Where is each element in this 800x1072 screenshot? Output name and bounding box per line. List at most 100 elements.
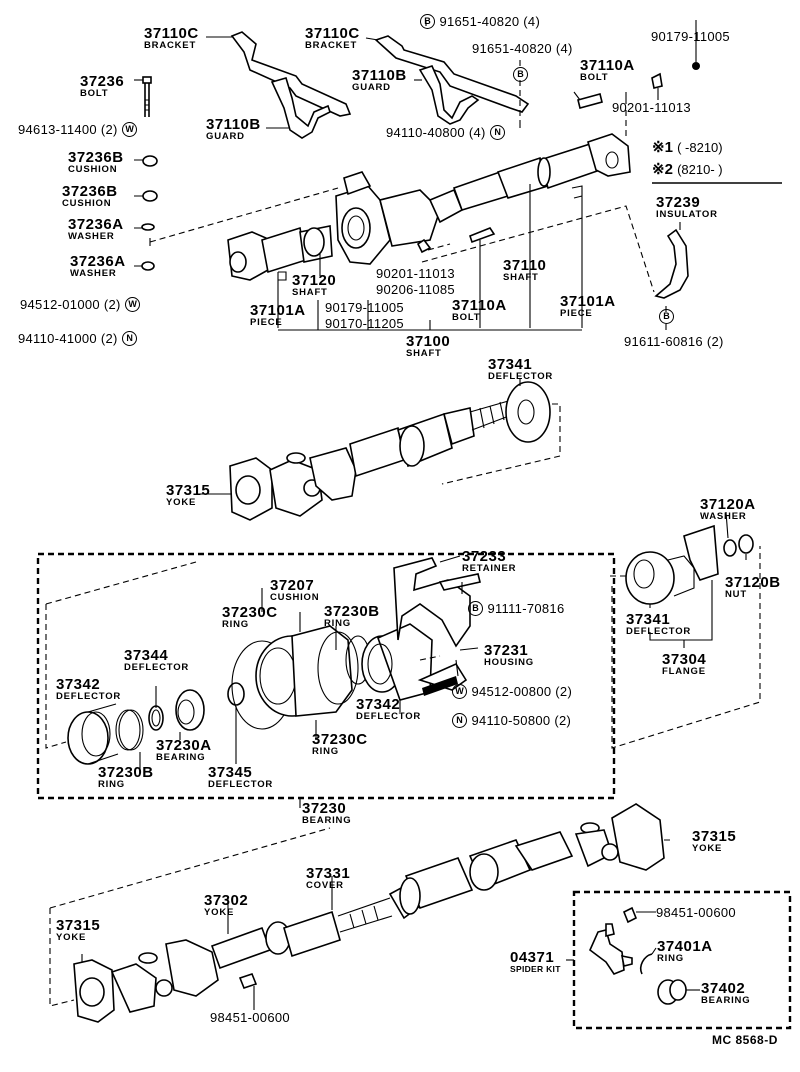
applicability-note-2: ※2 (8210- )	[652, 162, 723, 177]
callout-90170-11205: 90170-11205	[325, 316, 404, 332]
callout-37315-middle: 37315 YOKE	[166, 483, 210, 508]
part-number: 37230C	[312, 731, 368, 748]
part-number: 37120A	[700, 496, 756, 513]
part-number: 37236B	[68, 149, 124, 166]
callout-37120: 37120 SHAFT	[292, 273, 336, 298]
nut-badge-icon: N	[452, 713, 467, 729]
callout-94613-11400: 94613-11400 (2) W	[18, 122, 138, 138]
part-number: 94512-00800 (2)	[471, 684, 573, 699]
part-number: 90201-11013	[612, 100, 691, 115]
callout-37236b-b: 37236B CUSHION	[62, 184, 118, 209]
part-name: CUSHION	[68, 164, 118, 175]
callout-04371: 04371 SPIDER KIT	[510, 950, 561, 974]
part-number: 04371	[510, 949, 555, 966]
part-name: BRACKET	[305, 40, 358, 51]
part-name: DEFLECTOR	[208, 779, 274, 790]
flange-37304	[625, 511, 754, 648]
callout-37236a-b: 37236A WASHER	[70, 254, 126, 279]
callout-37110a-top: 37110A BOLT	[580, 58, 635, 83]
part-number: 37239	[656, 194, 701, 211]
callout-37110a-lower: 37110A BOLT	[452, 298, 507, 323]
part-number: 37231	[484, 642, 529, 659]
part-number: 37230C	[222, 604, 278, 621]
callout-90201-11013-top: 90201-11013	[612, 100, 691, 116]
part-number: 98451-00600	[656, 905, 736, 920]
callout-37110c-right: 37110C BRACKET	[305, 26, 360, 51]
part-number: 37236B	[62, 183, 118, 200]
washer-badge-icon: W	[452, 684, 467, 700]
bolt-badge-b: B	[513, 67, 528, 83]
callout-37236: 37236 BOLT	[80, 74, 124, 99]
housing-retainer-37231-37233	[393, 555, 481, 696]
part-name: PIECE	[560, 308, 593, 319]
part-number: 37342	[356, 696, 401, 713]
callout-98451-00600-lower: 98451-00600	[210, 1010, 290, 1026]
nut-badge-icon: N	[122, 331, 138, 347]
spider-kit-components	[589, 906, 700, 1005]
part-number: 94110-41000 (2)	[18, 331, 118, 346]
part-name: DEFLECTOR	[356, 711, 422, 722]
propeller-shaft-37100	[227, 133, 631, 281]
part-number: 37110	[503, 257, 547, 274]
part-number: 37341	[626, 611, 671, 628]
part-name: RING	[222, 619, 249, 630]
part-number: 37120B	[725, 574, 781, 591]
callout-37207: 37207 CUSHION	[270, 578, 319, 603]
part-number: 37110B	[352, 67, 407, 84]
part-name: DEFLECTOR	[488, 371, 554, 382]
part-name: CUSHION	[62, 198, 112, 209]
callout-37231: 37231 HOUSING	[484, 643, 534, 668]
part-name: WASHER	[68, 231, 115, 242]
part-name: RING	[657, 953, 684, 964]
callout-94110-50800: N 94110-50800 (2)	[452, 713, 571, 729]
part-number: 37304	[662, 651, 707, 668]
part-number: 37100	[406, 333, 451, 350]
part-name: RETAINER	[462, 563, 517, 574]
bolt-37110a-lower	[469, 227, 496, 244]
bolt-badge-icon: B	[659, 309, 674, 325]
part-name: INSULATOR	[656, 209, 718, 220]
part-number: 37230B	[324, 603, 380, 620]
part-number: 91111-70816	[487, 601, 565, 616]
part-number: 37110A	[452, 297, 507, 314]
callout-94512-00800: W 94512-00800 (2)	[452, 684, 572, 700]
bolt-badge-icon: B	[420, 14, 435, 30]
bolt-badge-insulator: B	[659, 309, 674, 325]
callout-91611-60816: 91611-60816 (2)	[624, 334, 724, 350]
callout-37110: 37110 SHAFT	[503, 258, 546, 283]
part-name: COVER	[306, 880, 344, 891]
callout-37401a: 37401A RING	[657, 939, 713, 964]
callout-37230a: 37230A BEARING	[156, 738, 212, 763]
part-name: WASHER	[70, 268, 117, 279]
part-number: 90201-11013	[376, 266, 455, 281]
part-number: 37230A	[156, 737, 212, 754]
bolt-37236	[134, 76, 152, 117]
propeller-shaft-lower	[73, 803, 665, 1023]
callout-37341-top: 37341 DEFLECTOR	[488, 357, 553, 382]
part-name: GUARD	[206, 131, 245, 142]
part-number: 37401A	[657, 938, 713, 955]
part-name: BEARING	[701, 995, 751, 1006]
note-mark: ※1	[652, 139, 673, 156]
callout-94110-41000: 94110-41000 (2) N	[18, 331, 138, 347]
cushion-icons	[134, 155, 158, 271]
callout-37230b-bottom: 37230B RING	[98, 765, 154, 790]
part-name: CUSHION	[270, 592, 320, 603]
part-name: YOKE	[692, 843, 723, 854]
part-name: RING	[312, 746, 339, 757]
bolt-badge-icon: B	[468, 601, 483, 617]
diagram-reference-code: MC 8568-D	[712, 1033, 778, 1047]
callout-37402: 37402 BEARING	[701, 981, 750, 1006]
part-name: DEFLECTOR	[124, 662, 190, 673]
part-name: SHAFT	[503, 272, 539, 283]
part-number: 37236A	[68, 216, 124, 233]
part-name: GUARD	[352, 82, 391, 93]
callout-37345: 37345 DEFLECTOR	[208, 765, 273, 790]
part-number: 37302	[204, 892, 249, 909]
callout-37304: 37304 FLANGE	[662, 652, 706, 677]
callout-90206-11085: 90206-11085	[376, 282, 455, 298]
callout-94110-40800: 94110-40800 (4) N	[386, 125, 506, 141]
part-number: 37402	[701, 980, 746, 997]
part-number: 37101A	[560, 293, 616, 310]
applicability-note-1: ※1 ( -8210)	[652, 140, 723, 155]
